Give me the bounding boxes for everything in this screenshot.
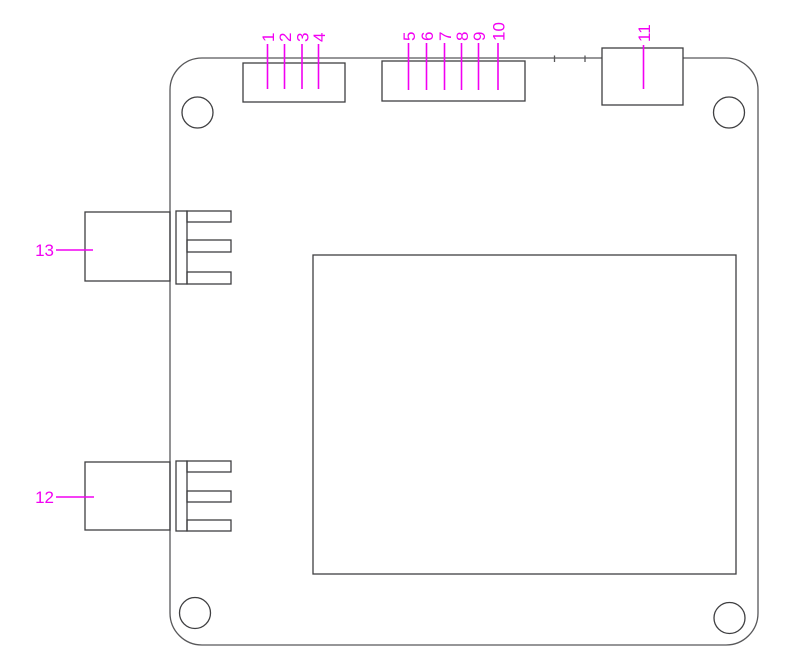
connector-left-lower (84, 460, 232, 532)
connector-left-lower-pin (186, 490, 232, 503)
mounting-hole-top-left (181, 96, 214, 129)
board-outline (169, 57, 759, 646)
connector-left-upper-base (175, 210, 188, 285)
pin-label-3: 3 (294, 33, 313, 42)
connector-left-lower-body (84, 461, 171, 531)
item-label-12: 12 (35, 488, 54, 507)
pin-label-6: 6 (418, 32, 437, 41)
connector-left-upper-pin (186, 239, 232, 253)
connector-left-lower-pin (186, 519, 232, 532)
mounting-hole-bottom-left (178, 596, 212, 630)
connector-left-upper (84, 210, 232, 285)
mounting-hole-top-right (712, 96, 746, 129)
connector-left-upper-body (84, 211, 171, 282)
central-component-outline (312, 254, 737, 575)
mounting-hole-bottom-right (713, 601, 746, 635)
pin-label-4: 4 (310, 33, 329, 42)
connector-left-lower-base (175, 460, 188, 532)
pin-label-7: 7 (436, 32, 455, 41)
connector-left-upper-pin (186, 271, 232, 285)
pin-label-5: 5 (400, 32, 419, 41)
connector-left-lower-pin (186, 460, 232, 473)
item-label-13: 13 (35, 241, 54, 260)
connector-a (242, 62, 346, 103)
pin-label-11: 11 (635, 24, 654, 42)
pin-label-1: 1 (259, 33, 278, 42)
connector-b (381, 60, 526, 102)
connector-c (601, 47, 684, 106)
pin-label-9: 9 (470, 32, 489, 41)
connector-left-upper-pin (186, 210, 232, 223)
pin-label-8: 8 (453, 32, 472, 41)
pin-label-2: 2 (276, 33, 295, 42)
pin-label-10: 10 (490, 22, 509, 41)
